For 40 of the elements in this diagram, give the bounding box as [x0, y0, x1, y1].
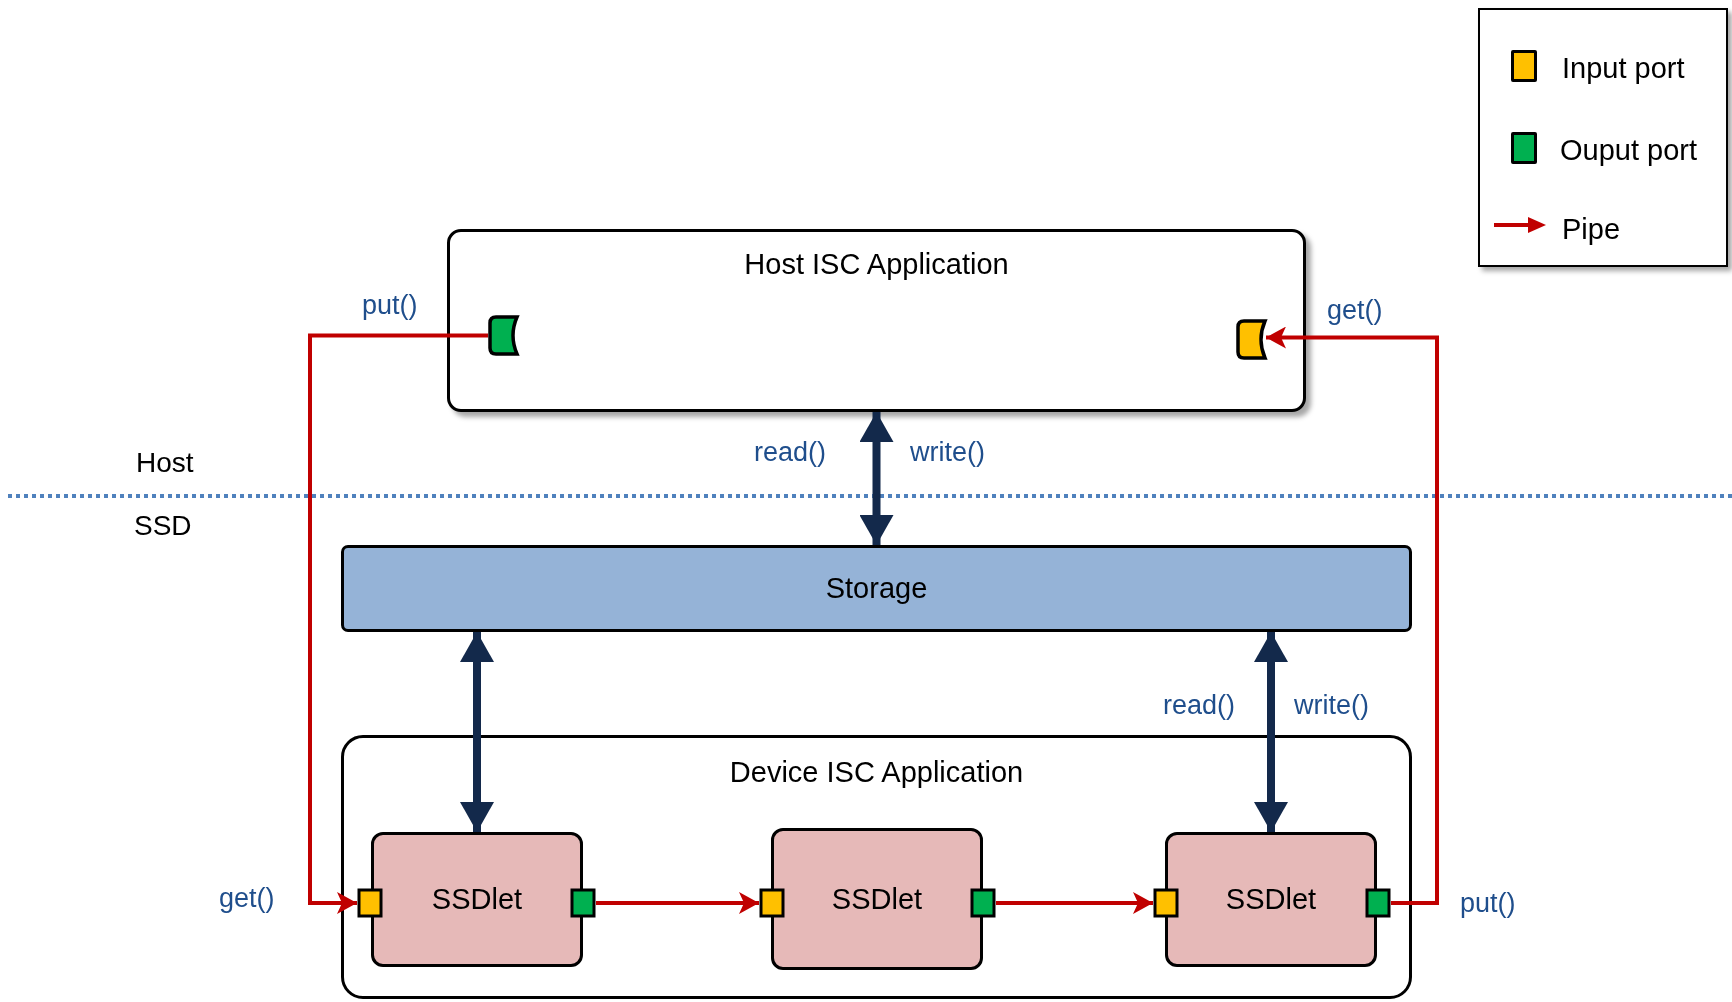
box-title: SSDlet	[1225, 883, 1317, 916]
output-port	[970, 888, 996, 918]
pipe-arrow	[308, 333, 488, 914]
function-label: get()	[1327, 297, 1383, 324]
function-label: write()	[1294, 692, 1369, 719]
box-title: Host ISC Application	[744, 248, 1009, 281]
ssdlet-box	[771, 828, 983, 970]
pipe-arrow	[596, 892, 759, 914]
input-port	[1153, 888, 1179, 918]
box-title: SSDlet	[431, 883, 523, 916]
input-port	[357, 888, 383, 918]
host-output-port	[488, 314, 520, 357]
host-input-port	[1236, 318, 1268, 361]
storage-bar	[341, 545, 1412, 632]
pipe-arrow	[996, 892, 1153, 914]
function-label: put()	[362, 292, 418, 319]
double-arrow	[1254, 632, 1288, 832]
double-arrow	[460, 632, 494, 832]
pipe-arrow	[1266, 326, 1439, 905]
output-port	[570, 888, 596, 918]
box-title: Device ISC Application	[729, 756, 1024, 789]
ssdlet-box	[1165, 832, 1377, 967]
function-label: read()	[1163, 692, 1236, 719]
output-port	[1365, 888, 1391, 918]
ssdlet-box	[371, 832, 583, 967]
input-port	[759, 888, 785, 918]
region-label: Host	[136, 449, 194, 477]
application-box	[447, 229, 1306, 412]
box-title: SSDlet	[831, 882, 923, 916]
legend-label: Ouput port	[1560, 136, 1698, 165]
box-title: Storage	[825, 572, 928, 605]
double-arrow	[859, 412, 894, 545]
function-label: get()	[219, 885, 275, 912]
function-label: put()	[1460, 890, 1516, 917]
region-label: SSD	[134, 512, 192, 540]
function-label: write()	[910, 439, 985, 466]
application-box	[341, 735, 1412, 999]
legend-label: Input port	[1562, 54, 1685, 83]
function-label: read()	[754, 439, 827, 466]
legend-label: Pipe	[1562, 215, 1621, 244]
